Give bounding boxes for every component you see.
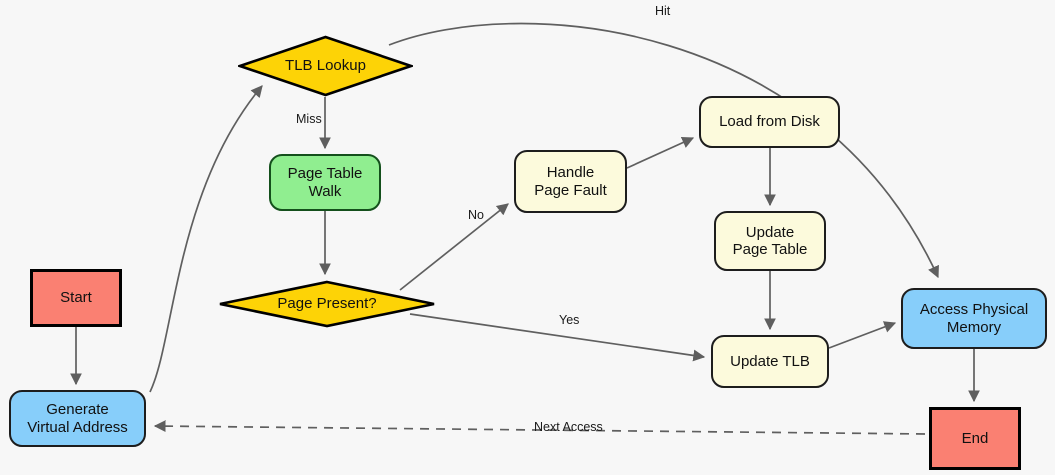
edge-label-next-access: Next Access [534, 420, 603, 434]
node-update-tlb[interactable]: Update TLB [711, 335, 829, 388]
node-page-table-walk-label: Page Table Walk [287, 165, 363, 200]
diamond-shape [238, 35, 413, 97]
edge-handle-page-fault-to-load-from-disk [626, 137, 695, 169]
node-end-label: End [961, 429, 989, 447]
node-handle-page-fault[interactable]: Handle Page Fault [514, 150, 627, 213]
node-page-present[interactable]: Page Present? [218, 280, 436, 328]
node-page-table-walk[interactable]: Page Table Walk [269, 154, 381, 211]
edge-page-present-to-handle-page-fault [399, 203, 509, 291]
edge-tlb-lookup-to-access-physical-memory [388, 22, 939, 279]
node-update-tlb-label: Update TLB [730, 352, 810, 370]
node-load-from-disk-label: Load from Disk [719, 113, 820, 131]
node-tlb-lookup-label: TLB Lookup [285, 57, 366, 75]
node-handle-page-fault-label: Handle Page Fault [534, 164, 607, 199]
diamond-shape [219, 280, 435, 328]
edge-end-to-generate-virtual-address [153, 420, 926, 435]
edge-label-miss: Miss [296, 112, 322, 126]
node-end[interactable]: End [929, 407, 1021, 470]
node-load-from-disk[interactable]: Load from Disk [699, 96, 840, 148]
edge-label-yes: Yes [559, 313, 580, 327]
node-tlb-lookup[interactable]: TLB Lookup [238, 35, 413, 97]
node-access-physical-memory-label: Access Physical Memory [919, 301, 1029, 336]
node-update-page-table[interactable]: Update Page Table [714, 211, 826, 271]
edge-update-tlb-to-access-physical-memory [828, 321, 897, 349]
node-start-label: Start [60, 289, 92, 307]
node-generate-virtual-address[interactable]: Generate Virtual Address [9, 390, 146, 447]
edge-label-no: No [468, 208, 484, 222]
edge-generate-to-tlb-lookup [149, 85, 263, 393]
node-start[interactable]: Start [30, 269, 122, 327]
node-update-page-table-label: Update Page Table [732, 223, 808, 258]
edge-page-present-to-update-tlb [409, 313, 706, 362]
node-access-physical-memory[interactable]: Access Physical Memory [901, 288, 1047, 349]
edge-label-hit: Hit [655, 4, 671, 18]
node-generate-virtual-address-label: Generate Virtual Address [27, 401, 128, 436]
node-page-present-label: Page Present? [277, 295, 377, 313]
